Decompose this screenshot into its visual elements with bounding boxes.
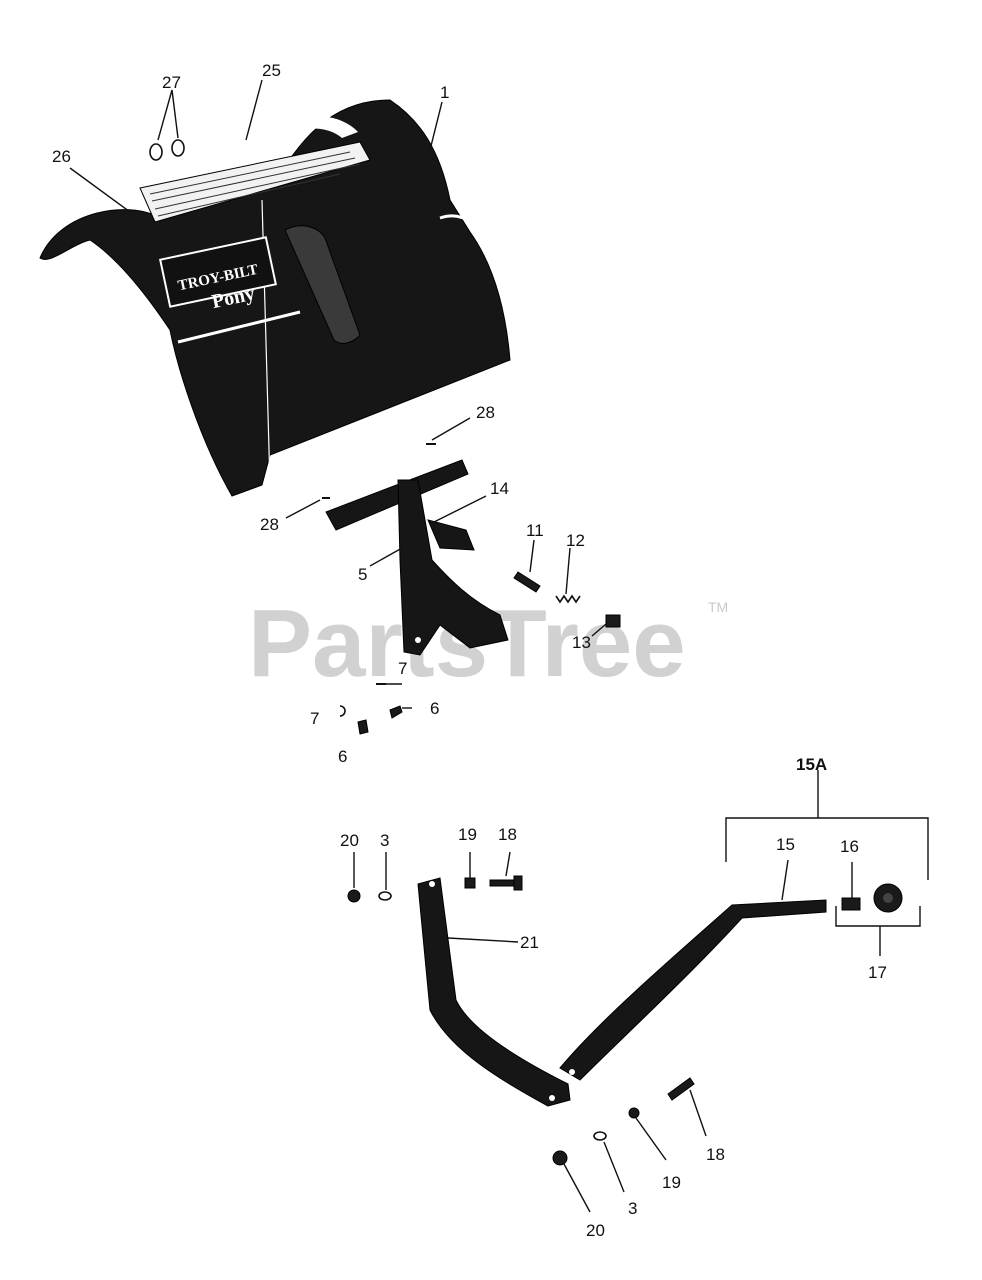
callout-11: 11 <box>526 521 544 540</box>
callout-14: 14 <box>490 479 509 498</box>
watermark-trademark: TM <box>708 599 728 615</box>
callout-28-upper: 28 <box>476 403 495 422</box>
callout-25: 25 <box>262 61 281 80</box>
callout-13: 13 <box>572 633 591 652</box>
callout-26: 26 <box>52 147 71 166</box>
callout-20-upper: 20 <box>340 831 359 850</box>
hood-bracket <box>325 459 509 656</box>
callout-12: 12 <box>566 531 585 550</box>
callout-1: 1 <box>440 83 449 102</box>
callout-15: 15 <box>776 835 795 854</box>
drag-bar-15 <box>559 899 827 1081</box>
callout-16: 16 <box>840 837 859 856</box>
callout-18-upper: 18 <box>498 825 517 844</box>
hardware-items <box>149 139 903 1166</box>
callout-6-right: 6 <box>430 699 439 718</box>
strut-21 <box>417 877 571 1107</box>
callout-7-lower: 7 <box>310 709 319 728</box>
callout-20-lower: 20 <box>586 1221 605 1240</box>
callout-6-left: 6 <box>338 747 347 766</box>
callout-28-lower: 28 <box>260 515 279 534</box>
callouts: 1 25 27 26 28 28 14 5 11 12 13 7 7 6 6 1… <box>52 61 887 1240</box>
callout-5: 5 <box>358 565 367 584</box>
callout-19-upper: 19 <box>458 825 477 844</box>
callout-3-lower: 3 <box>628 1199 637 1218</box>
tine-hood: TROY-BILT Pony <box>39 99 511 497</box>
callout-21: 21 <box>520 933 539 952</box>
callout-3-upper: 3 <box>380 831 389 850</box>
callout-7-upper: 7 <box>398 659 407 678</box>
callout-18-lower: 18 <box>706 1145 725 1164</box>
callout-17: 17 <box>868 963 887 982</box>
callout-19-lower: 19 <box>662 1173 681 1192</box>
callout-15A: 15A <box>796 755 827 774</box>
callout-27: 27 <box>162 73 181 92</box>
leader-lines <box>69 79 929 1213</box>
